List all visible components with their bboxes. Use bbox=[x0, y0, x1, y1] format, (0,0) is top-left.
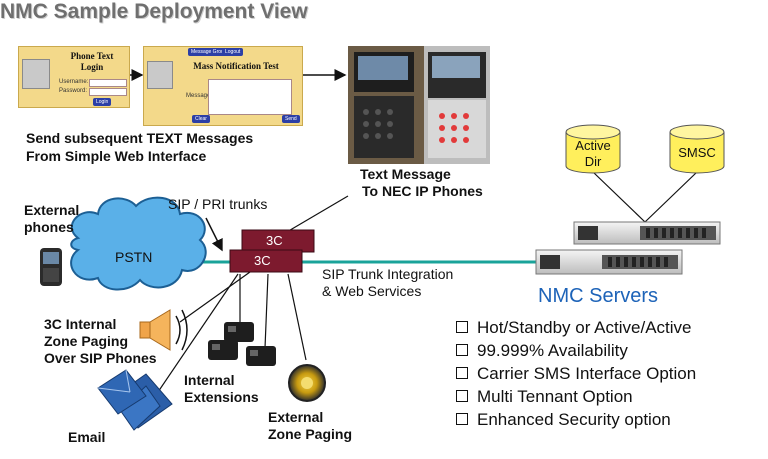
desk-phones-icon bbox=[208, 322, 276, 366]
gw-to-ext-line-2 bbox=[264, 273, 269, 349]
pstn-label: PSTN bbox=[115, 249, 153, 265]
ad-to-server-line bbox=[592, 171, 646, 223]
feature-item: Multi Tennant Option bbox=[456, 387, 633, 407]
phones-to-gateway-line bbox=[279, 195, 349, 237]
mass-panel-title: Mass Notification Test bbox=[193, 61, 279, 71]
gw-to-paging-line bbox=[179, 271, 251, 323]
web-caption-line2: From Simple Web Interface bbox=[26, 148, 207, 164]
message-label: Message bbox=[186, 93, 211, 99]
phone-keypad-right bbox=[439, 113, 469, 143]
sip-trunk-label-line2: & Web Services bbox=[322, 283, 422, 299]
nmc-server-top bbox=[573, 221, 721, 245]
send-button[interactable]: Send bbox=[282, 115, 300, 123]
external-phones-label-line2: phones bbox=[24, 219, 74, 235]
feature-item: Hot/Standby or Active/Active bbox=[456, 318, 692, 338]
login-button[interactable]: Login bbox=[93, 98, 112, 106]
clear-button[interactable]: Clear bbox=[192, 115, 210, 123]
sip-trunk-label-line1: SIP Trunk Integration bbox=[322, 266, 454, 282]
paging-horn-icon bbox=[139, 309, 188, 351]
active-dir-database bbox=[565, 124, 621, 174]
checkbox-icon bbox=[456, 367, 468, 379]
checkbox-icon bbox=[456, 344, 468, 356]
sip-pri-trunks-label: SIP / PRI trunks bbox=[168, 196, 268, 212]
phone-text-login-panel: Phone Text Login Username: Password: Log… bbox=[18, 46, 130, 108]
login-panel-title-line2: Login bbox=[80, 62, 104, 72]
broken-image-icon-2 bbox=[147, 61, 173, 89]
logout-button[interactable]: Logout bbox=[222, 48, 244, 56]
external-phones-label-line1: External bbox=[24, 202, 80, 218]
message-group-list-button[interactable]: Message Group List bbox=[188, 48, 239, 56]
broken-image-icon bbox=[22, 59, 50, 89]
external-speaker-icon bbox=[288, 364, 326, 402]
internal-extensions-line1: Internal bbox=[184, 372, 235, 388]
mass-notification-panel: Message Group List Logout Mass Notificat… bbox=[143, 46, 303, 126]
sip-pri-arrow bbox=[205, 217, 223, 252]
internal-paging-line2: Zone Paging bbox=[44, 333, 128, 349]
checkbox-icon bbox=[456, 413, 468, 425]
username-input[interactable] bbox=[89, 79, 127, 87]
active-dir-label-line1: Active bbox=[575, 138, 611, 153]
gateway-front-box bbox=[229, 249, 303, 273]
nmc-server-bottom bbox=[535, 249, 683, 275]
internal-paging-line3: Over SIP Phones bbox=[44, 350, 157, 366]
gw-to-ext-paging-line bbox=[287, 273, 307, 361]
gateway-back-label: 3C bbox=[266, 233, 283, 248]
internal-paging-line1: 3C Internal bbox=[44, 316, 117, 332]
email-label: Email bbox=[68, 429, 106, 445]
nmc-servers-label: NMC Servers bbox=[538, 285, 659, 307]
password-label: Password: bbox=[59, 88, 88, 94]
mobile-phone-icon bbox=[40, 248, 62, 286]
page-title: NMC Sample Deployment View bbox=[0, 0, 308, 23]
message-textarea[interactable] bbox=[208, 79, 292, 115]
phones-caption-line1: Text Message bbox=[360, 166, 451, 182]
phone-keypad-left bbox=[363, 109, 393, 139]
email-envelopes-icon bbox=[97, 369, 173, 431]
gateway-front-label: 3C bbox=[254, 253, 271, 268]
web-caption-line1: Send subsequent TEXT Messages bbox=[26, 130, 254, 146]
internal-extensions-line2: Extensions bbox=[184, 389, 259, 405]
feature-item: Carrier SMS Interface Option bbox=[456, 364, 696, 384]
smsc-to-server-line bbox=[644, 171, 698, 223]
password-input[interactable] bbox=[89, 88, 127, 96]
smsc-label: SMSC bbox=[678, 145, 716, 160]
checkbox-icon bbox=[456, 390, 468, 402]
nec-ip-phones-photo bbox=[348, 46, 490, 164]
feature-item: Enhanced Security option bbox=[456, 410, 671, 430]
gw-to-email-line bbox=[157, 273, 239, 393]
smsc-database bbox=[669, 124, 725, 174]
pstn-cloud bbox=[70, 196, 207, 291]
checkbox-icon bbox=[456, 321, 468, 333]
login-panel-title-line1: Phone Text bbox=[70, 51, 114, 61]
username-label: Username: bbox=[59, 79, 89, 85]
external-paging-line2: Zone Paging bbox=[268, 426, 352, 442]
feature-item: 99.999% Availability bbox=[456, 341, 628, 361]
active-dir-label-line2: Dir bbox=[584, 154, 602, 169]
external-paging-line1: External bbox=[268, 409, 324, 425]
phones-caption-line2: To NEC IP Phones bbox=[362, 183, 483, 199]
